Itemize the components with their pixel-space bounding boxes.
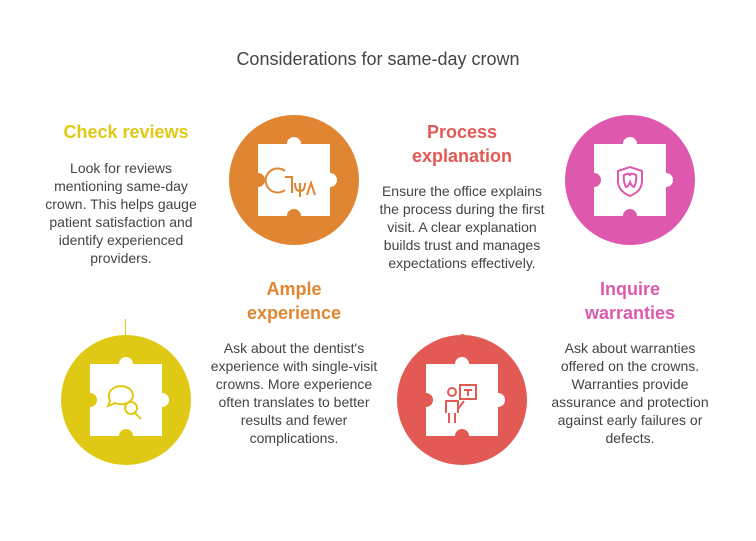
connector-line	[125, 319, 126, 335]
puzzle-circle-ample-experience	[229, 115, 359, 245]
diagram-title: Considerations for same-day crown	[236, 49, 520, 69]
puzzle-circle-inquire-warranties	[565, 115, 695, 245]
desc-check-reviews: Look for reviews mentioning same-day cro…	[45, 160, 197, 266]
heading-check-reviews: Check reviews	[63, 122, 189, 142]
connector-dot	[459, 334, 466, 341]
puzzle-circle-process-explanation	[397, 335, 527, 465]
heading-process-explanation: Process explanation	[411, 122, 513, 166]
desc-process-explanation: Ensure the office explains the process d…	[379, 183, 545, 271]
heading-ample-experience: Ample experience	[246, 279, 342, 323]
tooth-shield-icon	[594, 137, 673, 216]
chat-search-icon	[90, 357, 169, 436]
heading-inquire-warranties: Inquire warranties	[584, 279, 676, 323]
desc-inquire-warranties: Ask about warranties offered on the crow…	[551, 340, 709, 446]
puzzle-circle-check-reviews	[61, 335, 191, 465]
presenter-icon	[426, 357, 505, 436]
dental-tools-icon	[258, 137, 337, 216]
desc-ample-experience: Ask about the dentist's experience with …	[210, 340, 378, 446]
